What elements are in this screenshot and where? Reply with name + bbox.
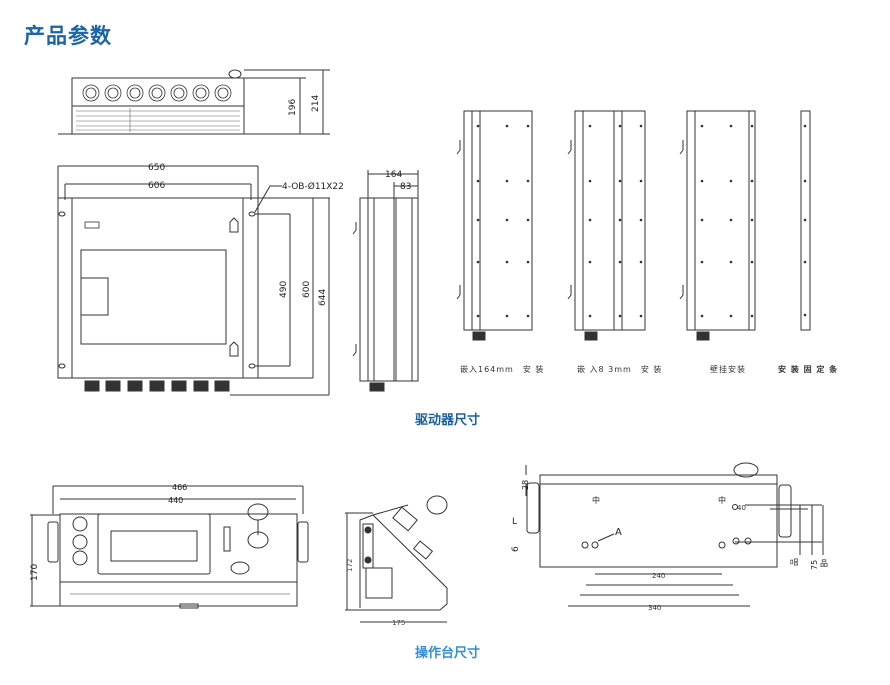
console-bottom-view: [525, 462, 824, 607]
install-label-strip: 安 装 固 定 条: [778, 365, 839, 374]
page-title: 产品参数: [24, 24, 112, 48]
install-view-164: [456, 110, 533, 341]
dim-214: 214: [311, 95, 321, 112]
dim-490: 490: [279, 281, 289, 298]
install-view-strip: [800, 110, 811, 331]
dim-196: 196: [288, 99, 298, 116]
install-label-164: 嵌入164mm 安 装: [460, 365, 545, 374]
console-front-view: [30, 485, 309, 609]
dim-164: 164: [385, 170, 402, 180]
console-side-view: [345, 495, 448, 623]
driver-top-view: [58, 69, 330, 135]
dim-83: 83: [400, 182, 411, 192]
dim-172: 172: [346, 559, 354, 572]
glyph-zhong-2: 中: [718, 495, 726, 505]
dim-75: 75: [810, 560, 819, 570]
glyph-zhong-1: 中: [592, 495, 600, 505]
mark-6: 6: [511, 546, 521, 552]
dim-340: 340: [648, 604, 661, 612]
dim-650: 650: [148, 163, 165, 173]
glyph-pin-1: 品: [790, 558, 799, 566]
driver-side-view: [352, 170, 419, 392]
dim-170: 170: [30, 564, 40, 581]
dim-606: 606: [148, 181, 165, 191]
install-label-wall: 壁挂安装: [710, 365, 746, 374]
install-view-wall: [679, 110, 756, 341]
dim-175: 175: [392, 619, 405, 627]
driver-front-view: [57, 165, 330, 396]
dim-600: 600: [302, 281, 312, 298]
dim-644: 644: [318, 289, 328, 306]
mark-l: L: [512, 517, 517, 527]
dim-466: 466: [172, 483, 187, 492]
mark-a: A: [615, 527, 622, 538]
dim-240: 240: [652, 572, 665, 580]
dim-28: 28: [521, 480, 530, 490]
hole-note: 4-OB-Ø11X22: [282, 181, 344, 192]
console-size-caption: 操作台尺寸: [415, 646, 481, 661]
install-label-83: 嵌 入8 3mm 安 装: [577, 365, 663, 374]
driver-size-caption: 驱动器尺寸: [415, 413, 481, 428]
dim-440: 440: [168, 496, 183, 505]
dim-40: 40: [737, 504, 746, 512]
install-view-83: [567, 110, 646, 341]
glyph-pin-2: 品: [820, 559, 828, 568]
screw-dots: [476, 124, 807, 318]
